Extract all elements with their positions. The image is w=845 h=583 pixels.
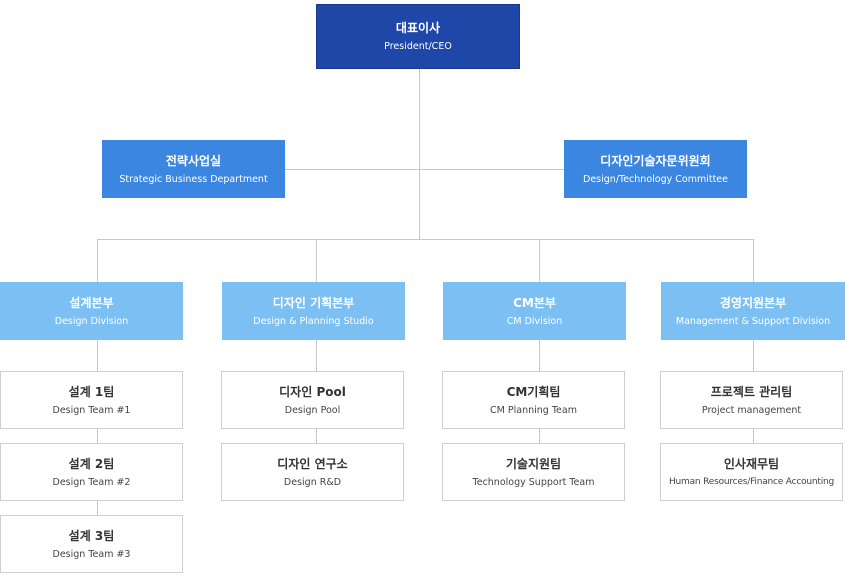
- team-design-1-ko: 설계 1팀: [68, 384, 115, 399]
- division-design-planning: 디자인 기획본부 Design & Planning Studio: [222, 282, 405, 340]
- team-design-pool: 디자인 Pool Design Pool: [221, 371, 404, 429]
- connector-ceo-trunk: [419, 68, 420, 240]
- team-project-management: 프로젝트 관리팀 Project management: [660, 371, 843, 429]
- division-design-planning-ko: 디자인 기획본부: [272, 295, 355, 310]
- division-design-en: Design Division: [54, 315, 129, 327]
- division-management-en: Management & Support Division: [675, 315, 831, 327]
- team-hr-finance-en: Human Resources/Finance Accounting: [668, 476, 835, 487]
- team-tech-support-ko: 기술지원팀: [505, 456, 562, 471]
- division-design-ko: 설계본부: [69, 295, 114, 310]
- team-design-1-en: Design Team #1: [52, 404, 131, 416]
- ceo-title-ko: 대표이사: [395, 21, 441, 35]
- team-hr-finance: 인사재무팀 Human Resources/Finance Accounting: [660, 443, 843, 501]
- design-committee-en: Design/Technology Committee: [583, 173, 728, 185]
- design-committee-ko: 디자인기술자문위원회: [600, 153, 711, 168]
- team-cm-planning-ko: CM기획팀: [506, 384, 561, 399]
- division-design-planning-en: Design & Planning Studio: [253, 315, 374, 327]
- strategic-business-box: 전략사업실 Strategic Business Department: [102, 140, 285, 198]
- connector-division-3: [539, 239, 540, 283]
- team-design-3-en: Design Team #3: [52, 548, 131, 560]
- team-cm-planning: CM기획팀 CM Planning Team: [442, 371, 625, 429]
- design-committee-box: 디자인기술자문위원회 Design/Technology Committee: [564, 140, 747, 198]
- division-cm: CM본부 CM Division: [443, 282, 626, 340]
- team-design-2-en: Design Team #2: [52, 476, 131, 488]
- team-design-1: 설계 1팀 Design Team #1: [0, 371, 183, 429]
- team-design-rnd-ko: 디자인 연구소: [277, 456, 348, 471]
- team-design-pool-en: Design Pool: [284, 404, 341, 416]
- connector-division-horizontal: [97, 239, 753, 240]
- team-hr-finance-ko: 인사재무팀: [723, 456, 780, 471]
- division-design: 설계본부 Design Division: [0, 282, 183, 340]
- strategic-business-ko: 전략사업실: [165, 153, 222, 168]
- ceo-box: 대표이사 President/CEO: [316, 4, 520, 69]
- team-design-rnd: 디자인 연구소 Design R&D: [221, 443, 404, 501]
- team-project-management-en: Project management: [701, 404, 802, 416]
- connector-division-4: [753, 239, 754, 283]
- division-management: 경영지원본부 Management & Support Division: [661, 282, 845, 340]
- team-design-rnd-en: Design R&D: [283, 476, 342, 488]
- connector-staff-horizontal: [284, 169, 565, 170]
- division-cm-en: CM Division: [506, 315, 563, 327]
- team-design-3: 설계 3팀 Design Team #3: [0, 515, 183, 573]
- team-project-management-ko: 프로젝트 관리팀: [710, 384, 793, 399]
- team-tech-support: 기술지원팀 Technology Support Team: [442, 443, 625, 501]
- team-design-3-ko: 설계 3팀: [68, 528, 115, 543]
- team-cm-planning-en: CM Planning Team: [490, 404, 577, 416]
- strategic-business-en: Strategic Business Department: [119, 173, 268, 185]
- division-cm-ko: CM본부: [513, 295, 556, 310]
- connector-division-2: [316, 239, 317, 283]
- division-management-ko: 경영지원본부: [719, 295, 787, 310]
- connector-division-1: [97, 239, 98, 283]
- team-tech-support-en: Technology Support Team: [472, 476, 595, 488]
- team-design-2: 설계 2팀 Design Team #2: [0, 443, 183, 501]
- ceo-title-en: President/CEO: [384, 41, 452, 52]
- team-design-pool-ko: 디자인 Pool: [279, 384, 346, 399]
- team-design-2-ko: 설계 2팀: [68, 456, 115, 471]
